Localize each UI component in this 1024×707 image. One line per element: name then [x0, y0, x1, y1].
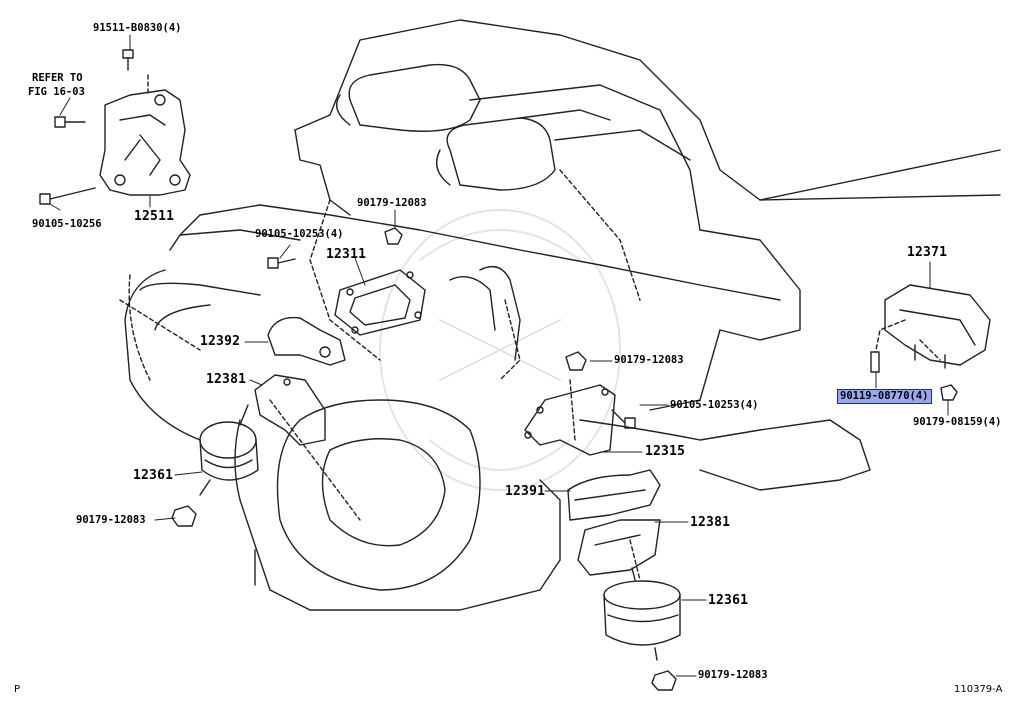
nut-90179-top [384, 227, 403, 245]
label-90119-08770-highlighted[interactable]: 90119-08770(4) [837, 389, 932, 404]
bracket-12315 [524, 384, 616, 456]
label-refer-to: REFER TO [32, 72, 83, 84]
label-91511-b0830[interactable]: 91511-B0830(4) [93, 22, 182, 34]
bolt-91511 [122, 49, 134, 71]
bracket-12381-left [254, 374, 326, 446]
label-90105-10256[interactable]: 90105-10256 [32, 218, 102, 230]
label-12315[interactable]: 12315 [645, 444, 686, 459]
label-12381-right[interactable]: 12381 [690, 515, 731, 530]
hidden-lines [119, 74, 941, 581]
nut-90179-bottom [651, 670, 677, 691]
label-90105-10253-left[interactable]: 90105-10253(4) [255, 228, 344, 240]
label-12391[interactable]: 12391 [505, 484, 546, 499]
heat-insulator-12392 [267, 316, 346, 366]
insulator-12361-right [603, 567, 681, 661]
corner-left-mark: P [14, 684, 21, 695]
bolt-refer [54, 116, 86, 128]
label-90179-12083-top[interactable]: 90179-12083 [357, 197, 427, 209]
label-12371[interactable]: 12371 [907, 245, 948, 260]
bracket-12381-right [577, 519, 661, 576]
insulator-12361-left [199, 404, 259, 496]
bolt-90119 [870, 351, 880, 373]
nut-90179-mid [565, 351, 587, 371]
label-90179-12083-bottom[interactable]: 90179-12083 [698, 669, 768, 681]
label-12511[interactable]: 12511 [134, 209, 175, 224]
label-fig-16-03[interactable]: FIG 16-03 [28, 86, 85, 98]
label-12361-left[interactable]: 12361 [133, 468, 174, 483]
rear-mount-12371 [884, 284, 991, 369]
gasket-12311 [334, 269, 426, 336]
bracket-12511 [99, 89, 191, 196]
label-90179-12083-mid[interactable]: 90179-12083 [614, 354, 684, 366]
heat-insulator-12391 [567, 469, 661, 521]
bolt-90105-10256 [39, 187, 96, 205]
engine-block [124, 19, 1001, 611]
bolt-90105-left [267, 257, 296, 269]
bolt-90105-mid [611, 409, 636, 429]
label-90179-12083-left[interactable]: 90179-12083 [76, 514, 146, 526]
label-12311[interactable]: 12311 [326, 247, 367, 262]
figure-number: 110379-A [954, 684, 1003, 695]
nut-90179-08159 [940, 384, 958, 401]
leader-lines [49, 34, 949, 677]
nut-90179-left [171, 505, 197, 527]
label-12392[interactable]: 12392 [200, 334, 241, 349]
watermark-emblem [379, 209, 621, 491]
label-12361-right[interactable]: 12361 [708, 593, 749, 608]
label-90179-08159[interactable]: 90179-08159(4) [913, 416, 1002, 428]
label-90105-10253-mid[interactable]: 90105-10253(4) [670, 399, 759, 411]
label-12381-left[interactable]: 12381 [206, 372, 247, 387]
